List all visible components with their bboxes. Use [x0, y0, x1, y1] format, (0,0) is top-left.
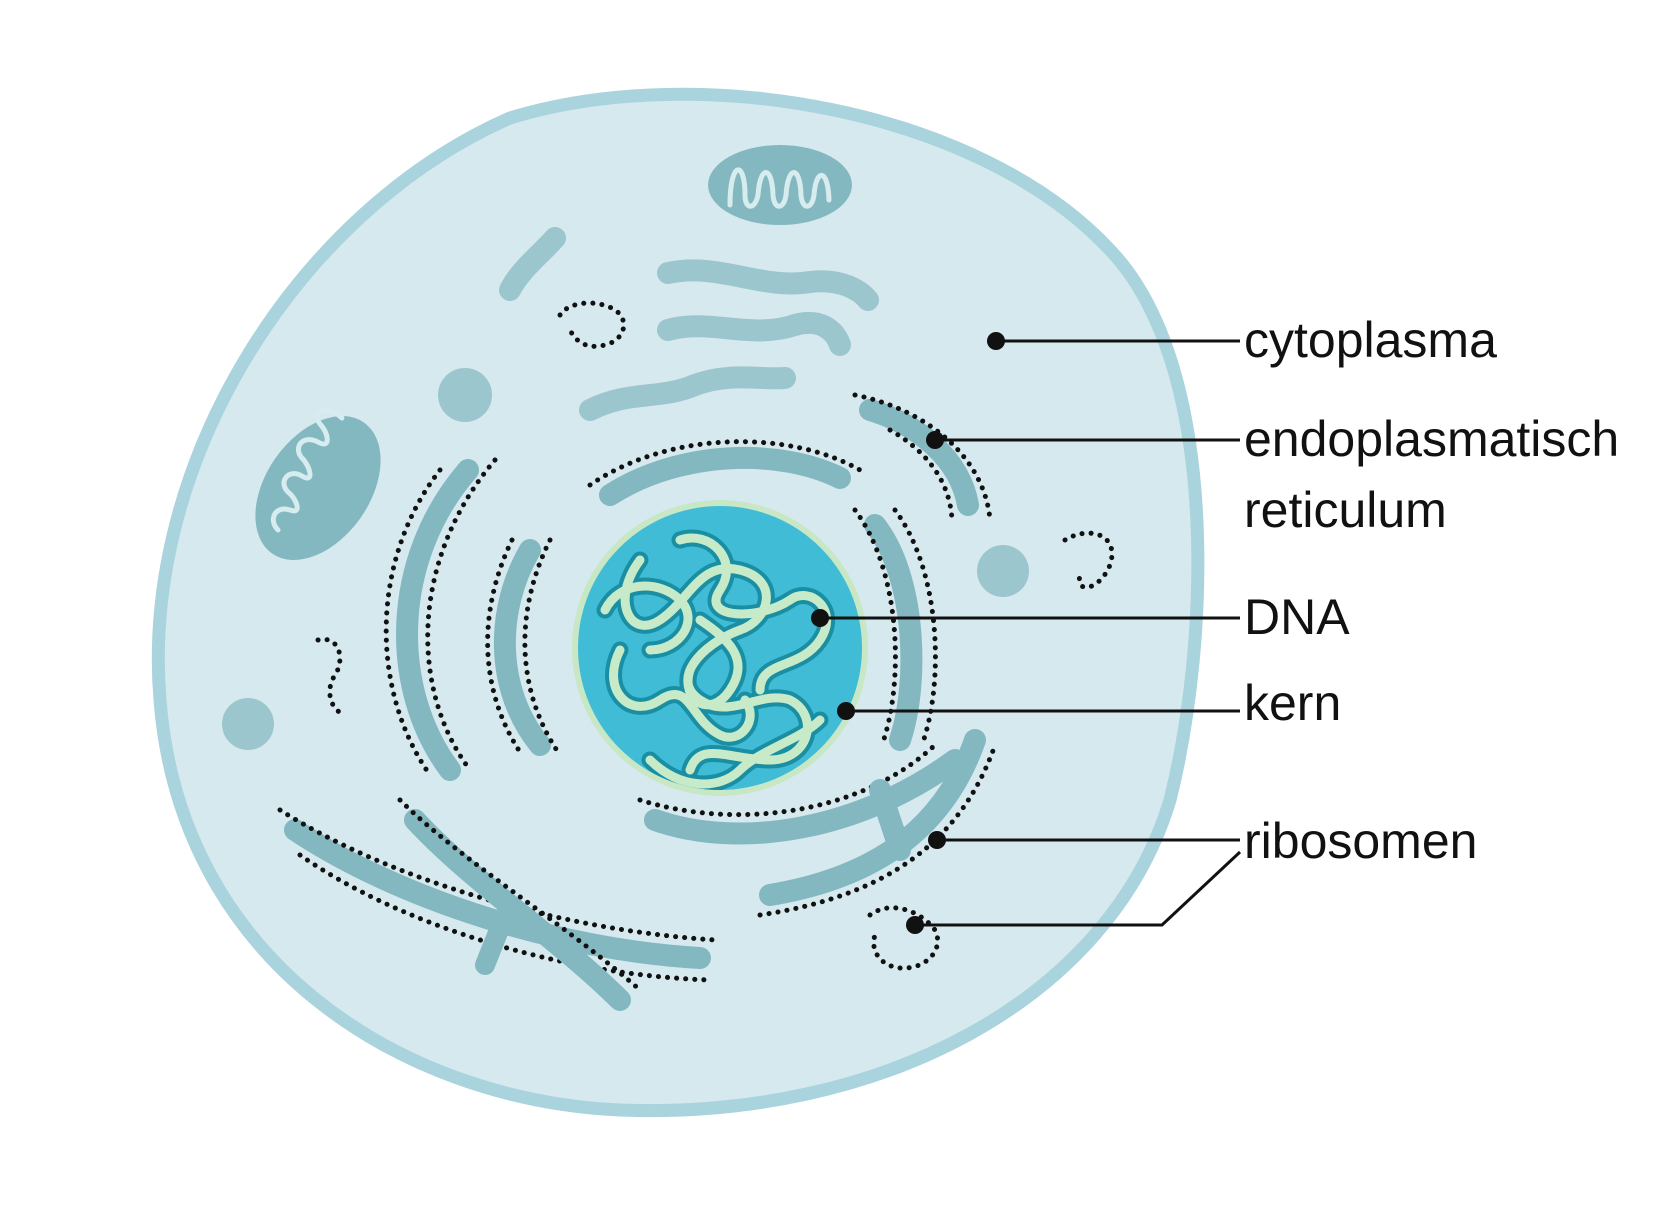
label-kern: kern: [1244, 675, 1341, 731]
label-ribosomen: ribosomen: [1244, 813, 1477, 869]
label-cytoplasma: cytoplasma: [1244, 312, 1497, 368]
ribosome-cluster: [315, 300, 1115, 971]
leader-line-ribosomen-2: [915, 850, 1242, 927]
label-er-line2: reticulum: [1244, 482, 1447, 538]
leader-dots: [811, 332, 1005, 934]
rough-er: [277, 392, 998, 1011]
vesicle: [977, 545, 1029, 597]
label-dna: DNA: [1244, 589, 1350, 645]
smooth-er: [499, 227, 879, 421]
label-er-line1: endoplasmatisch: [1244, 411, 1619, 467]
mitochondrion-left: [255, 407, 381, 561]
leader-lines: [820, 339, 1242, 927]
dna-strands: [596, 529, 835, 790]
nucleus: [572, 500, 868, 796]
vesicle: [438, 368, 492, 422]
vesicle: [222, 698, 274, 750]
mitochondrion-top: [708, 145, 852, 225]
